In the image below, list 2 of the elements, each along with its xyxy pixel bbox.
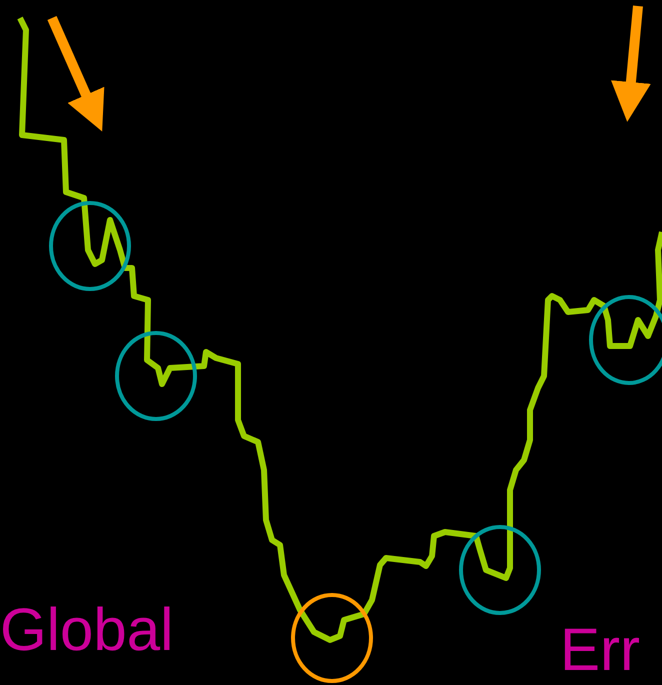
axis-label: Err <box>560 620 640 680</box>
axis-label: Global <box>0 600 174 660</box>
